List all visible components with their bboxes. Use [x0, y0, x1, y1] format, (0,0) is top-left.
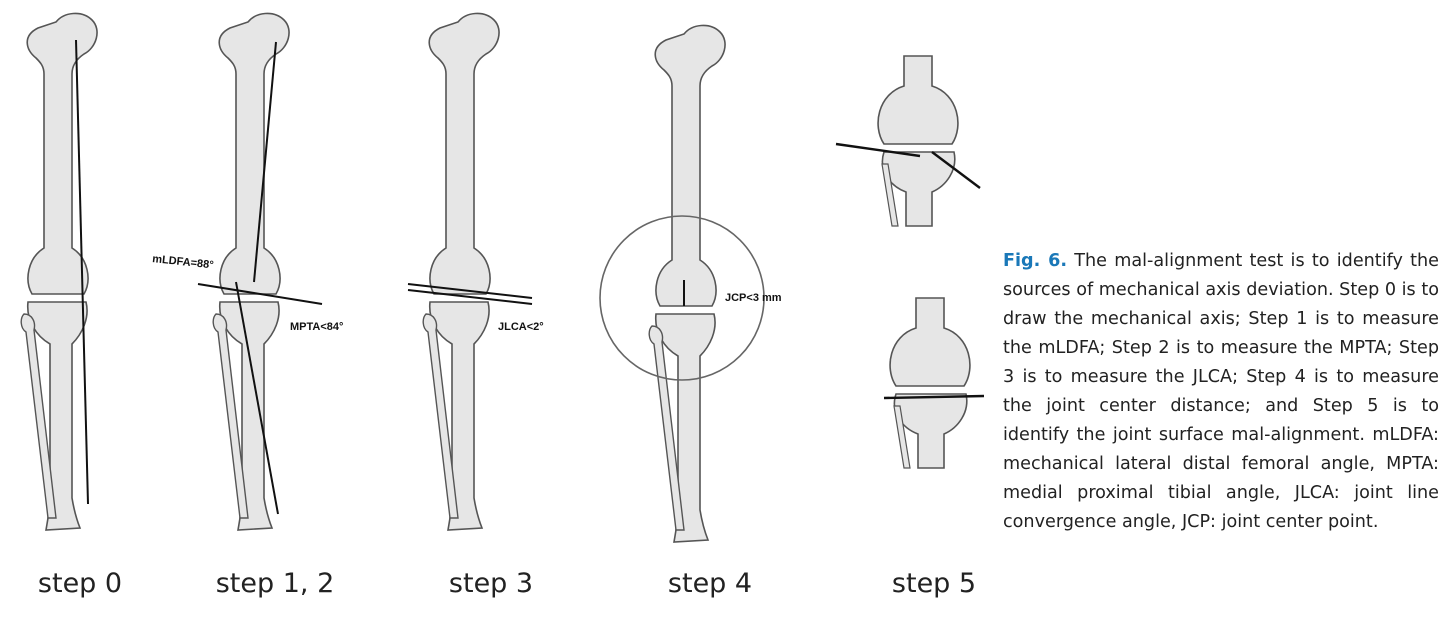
step-1-2-label: step 1, 2 [215, 568, 335, 599]
step-0-label: step 0 [37, 568, 123, 599]
jcp-label: JCP<3 mm [725, 292, 782, 304]
leg-step-1-2 [197, 12, 323, 531]
leg-illustrations: mLDFA=88° MPTA<84° JLCA<2° JCP<3 mm [20, 12, 985, 543]
leg-step-0 [20, 12, 98, 531]
jcp-circle [599, 215, 765, 381]
caption-text: The mal-alignment test is to identify th… [1003, 251, 1439, 532]
knee-step-5-top [877, 55, 959, 227]
knee-step-5-bottom [889, 297, 971, 469]
mpta-label: MPTA<84° [290, 321, 343, 333]
leg-step-4 [648, 24, 726, 543]
mldfa-label: mLDFA=88° [152, 253, 214, 271]
jlca-label: JLCA<2° [498, 321, 544, 333]
step-5-label: step 5 [891, 568, 977, 599]
step-4-label: step 4 [667, 568, 753, 599]
figure-label: Fig. 6. [1003, 251, 1068, 271]
leg-step-3 [407, 12, 533, 531]
figure-caption: Fig. 6. The mal-alignment test is to ide… [1003, 247, 1439, 537]
step-3-label: step 3 [448, 568, 534, 599]
mal-alignment-figure: mLDFA=88° MPTA<84° JLCA<2° JCP<3 mm step… [20, 12, 985, 599]
